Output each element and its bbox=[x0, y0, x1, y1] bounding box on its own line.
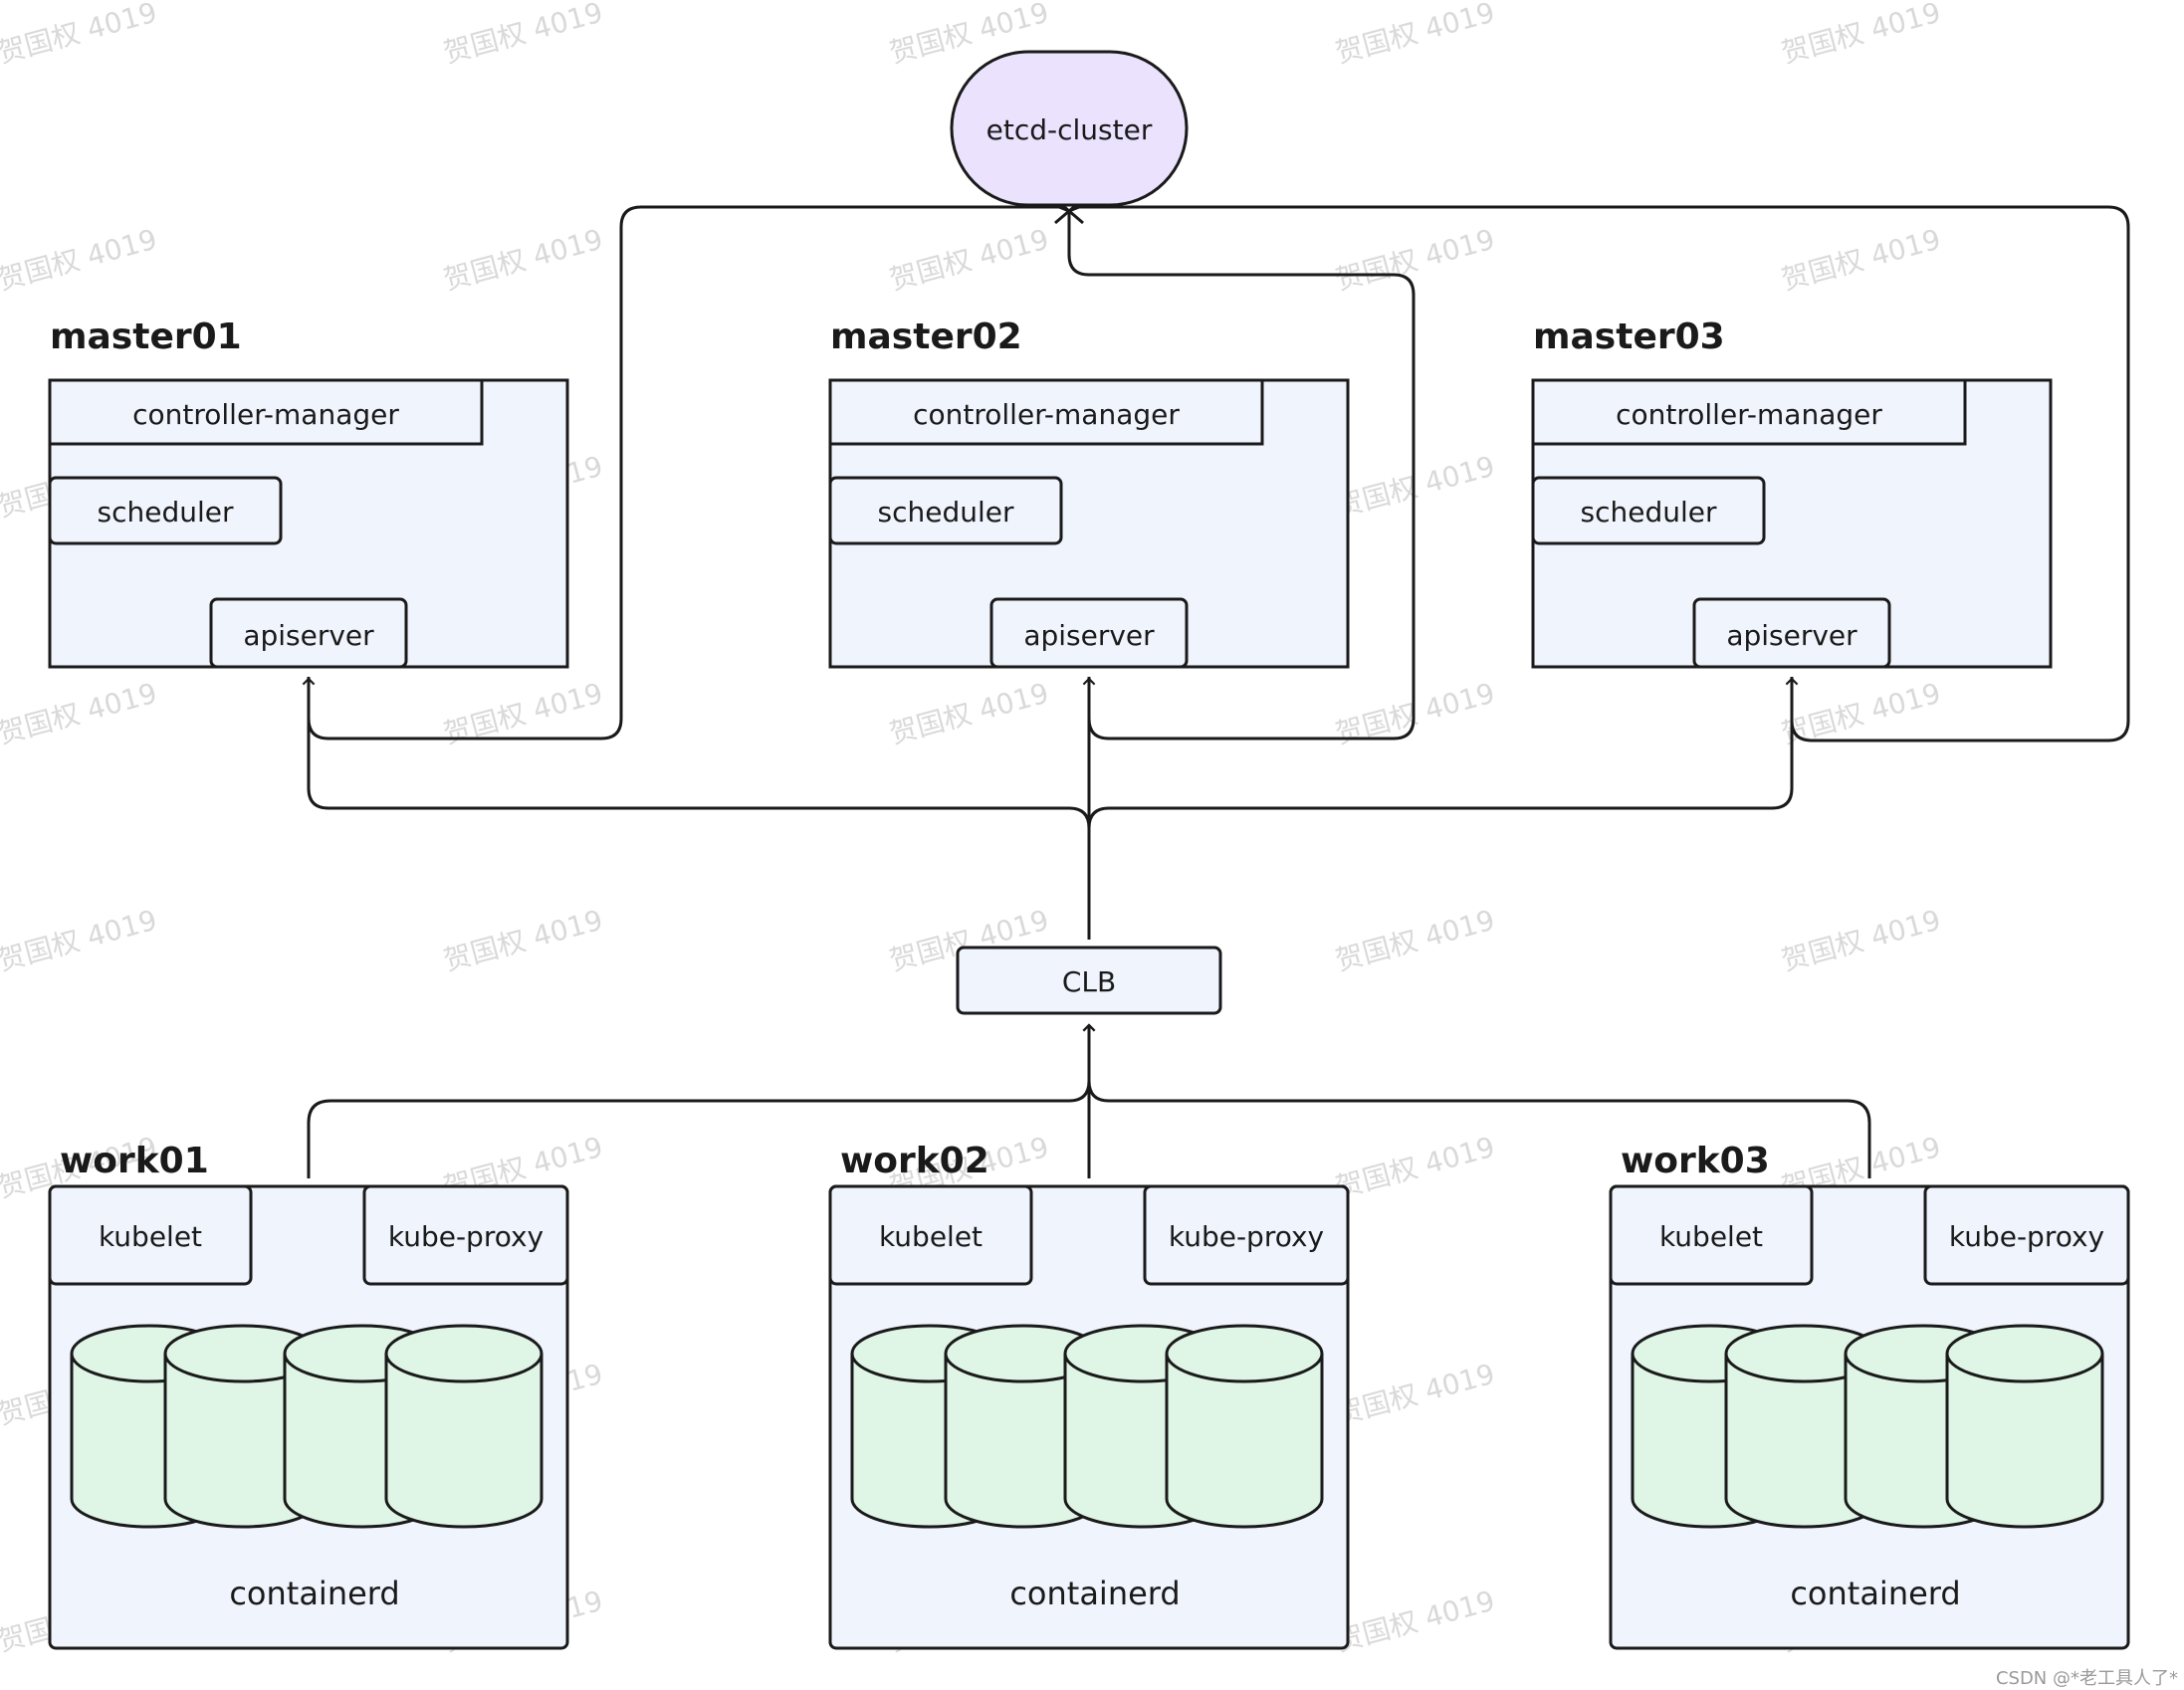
master-node-1: master01 controller-manager scheduler apise… bbox=[48, 317, 569, 669]
link-clb-apiserver03 bbox=[1087, 677, 1799, 940]
etcd-cluster-label: etcd-cluster bbox=[986, 113, 1153, 146]
watermark-text: 贺国权 4019 bbox=[1332, 1358, 1498, 1431]
apiserver-box bbox=[209, 597, 408, 669]
kubelet-box bbox=[828, 1184, 1033, 1286]
watermark-text: 贺国权 4019 bbox=[1332, 450, 1498, 524]
clb-box bbox=[956, 946, 1222, 1015]
scheduler-box bbox=[48, 476, 283, 545]
scheduler-label: scheduler bbox=[98, 496, 234, 528]
scheduler-label: scheduler bbox=[878, 496, 1014, 528]
controller-manager-label: controller-manager bbox=[913, 398, 1180, 431]
worker-title: work03 bbox=[1621, 1141, 1770, 1181]
container-disk-body bbox=[384, 1354, 544, 1529]
container-disk-icon bbox=[1724, 1324, 1883, 1529]
scheduler-box bbox=[1531, 476, 1766, 545]
kubelet-box bbox=[48, 1184, 253, 1286]
container-disk-icon bbox=[944, 1324, 1103, 1529]
containerd-label: containerd bbox=[1009, 1575, 1180, 1612]
kubelet-label: kubelet bbox=[879, 1220, 983, 1253]
kube-proxy-label: kube-proxy bbox=[388, 1220, 544, 1253]
watermark-text: 贺国权 4019 bbox=[1778, 0, 1944, 70]
master-node-2: master02 controller-manager scheduler apise… bbox=[828, 317, 1350, 669]
container-disk-icon bbox=[1945, 1324, 2104, 1529]
watermark-text: 贺国权 4019 bbox=[440, 223, 606, 297]
container-disk-icon bbox=[384, 1324, 544, 1529]
kube-proxy-label: kube-proxy bbox=[1169, 1220, 1324, 1253]
kubelet-box bbox=[1609, 1184, 1814, 1286]
apiserver-box bbox=[989, 597, 1189, 669]
container-disk-top bbox=[384, 1324, 544, 1383]
container-disk-top bbox=[1945, 1324, 2104, 1383]
worker-title: work01 bbox=[60, 1141, 209, 1181]
watermark-text: 贺国权 4019 bbox=[1778, 904, 1944, 977]
worker-node-1: work01 kubelet kube-proxy containerd bbox=[48, 1141, 569, 1650]
apiserver-label: apiserver bbox=[243, 619, 374, 652]
worker-node-2: work02 kubelet kube-proxy containerd bbox=[828, 1141, 1350, 1650]
controller-manager-box bbox=[828, 378, 1264, 446]
clb-node: CLB bbox=[956, 946, 1222, 1015]
kube-proxy-box bbox=[1143, 1184, 1350, 1286]
csdn-credit: CSDN @*老工具人了* bbox=[1996, 1668, 2178, 1689]
apiserver-box bbox=[1692, 597, 1891, 669]
watermark-text: 贺国权 4019 bbox=[0, 677, 160, 750]
master-title: master03 bbox=[1533, 317, 1725, 357]
watermark-text: 贺国权 4019 bbox=[1332, 1584, 1498, 1658]
watermark-text: 贺国权 4019 bbox=[0, 0, 160, 70]
watermark-text: 贺国权 4019 bbox=[1332, 1131, 1498, 1204]
watermark-text: 贺国权 4019 bbox=[0, 904, 160, 977]
watermark-text: 贺国权 4019 bbox=[440, 0, 606, 70]
worker-node-3: work03 kubelet kube-proxy containerd bbox=[1609, 1141, 2130, 1650]
etcd-cluster-node: etcd-cluster bbox=[950, 50, 1189, 207]
link-work03-clb bbox=[1082, 1023, 1871, 1178]
controller-manager-label: controller-manager bbox=[1616, 398, 1882, 431]
link-apiserver01-etcd bbox=[307, 205, 1070, 740]
containerd-label: containerd bbox=[229, 1575, 399, 1612]
watermark-text: 贺国权 4019 bbox=[440, 904, 606, 977]
worker-title: work02 bbox=[840, 1141, 989, 1181]
scheduler-label: scheduler bbox=[1581, 496, 1717, 528]
master-nodes: master01 controller-manager scheduler apise… bbox=[48, 317, 2053, 669]
kubelet-label: kubelet bbox=[99, 1220, 202, 1253]
kube-proxy-box bbox=[1923, 1184, 2130, 1286]
master-title: master02 bbox=[830, 317, 1022, 357]
kube-proxy-box bbox=[362, 1184, 569, 1286]
watermark-text: 贺国权 4019 bbox=[0, 223, 160, 297]
master-node-3: master03 controller-manager scheduler apise… bbox=[1531, 317, 2053, 669]
master-title: master01 bbox=[50, 317, 242, 357]
watermark-text: 贺国权 4019 bbox=[1332, 904, 1498, 977]
controller-manager-label: controller-manager bbox=[132, 398, 399, 431]
clb-label: CLB bbox=[1062, 965, 1116, 998]
controller-manager-box bbox=[48, 378, 484, 446]
etcd-cluster-shape bbox=[950, 50, 1189, 207]
container-disk-icon bbox=[1165, 1324, 1324, 1529]
watermark-text: 贺国权 4019 bbox=[1332, 223, 1498, 297]
apiserver-label: apiserver bbox=[1726, 619, 1857, 652]
link-apiserver02-etcd bbox=[1067, 211, 1416, 740]
controller-manager-box bbox=[1531, 378, 1967, 446]
link-apiserver03-etcd bbox=[1068, 205, 2130, 742]
kubelet-label: kubelet bbox=[1659, 1220, 1763, 1253]
watermark-text: 贺国权 4019 bbox=[886, 223, 1052, 297]
container-disk-body bbox=[1165, 1354, 1324, 1529]
kube-proxy-label: kube-proxy bbox=[1949, 1220, 2104, 1253]
watermark-text: 贺国权 4019 bbox=[1332, 0, 1498, 70]
worker-nodes: work01 kubelet kube-proxy containerd work02 k… bbox=[48, 1141, 2130, 1650]
watermark-text: 贺国权 4019 bbox=[886, 677, 1052, 750]
containerd-label: containerd bbox=[1790, 1575, 1960, 1612]
container-disk-icon bbox=[163, 1324, 323, 1529]
watermark-text: 贺国权 4019 bbox=[1778, 223, 1944, 297]
container-disk-body bbox=[1945, 1354, 2104, 1529]
apiserver-label: apiserver bbox=[1023, 619, 1155, 652]
container-disk-top bbox=[1165, 1324, 1324, 1383]
scheduler-box bbox=[828, 476, 1063, 545]
